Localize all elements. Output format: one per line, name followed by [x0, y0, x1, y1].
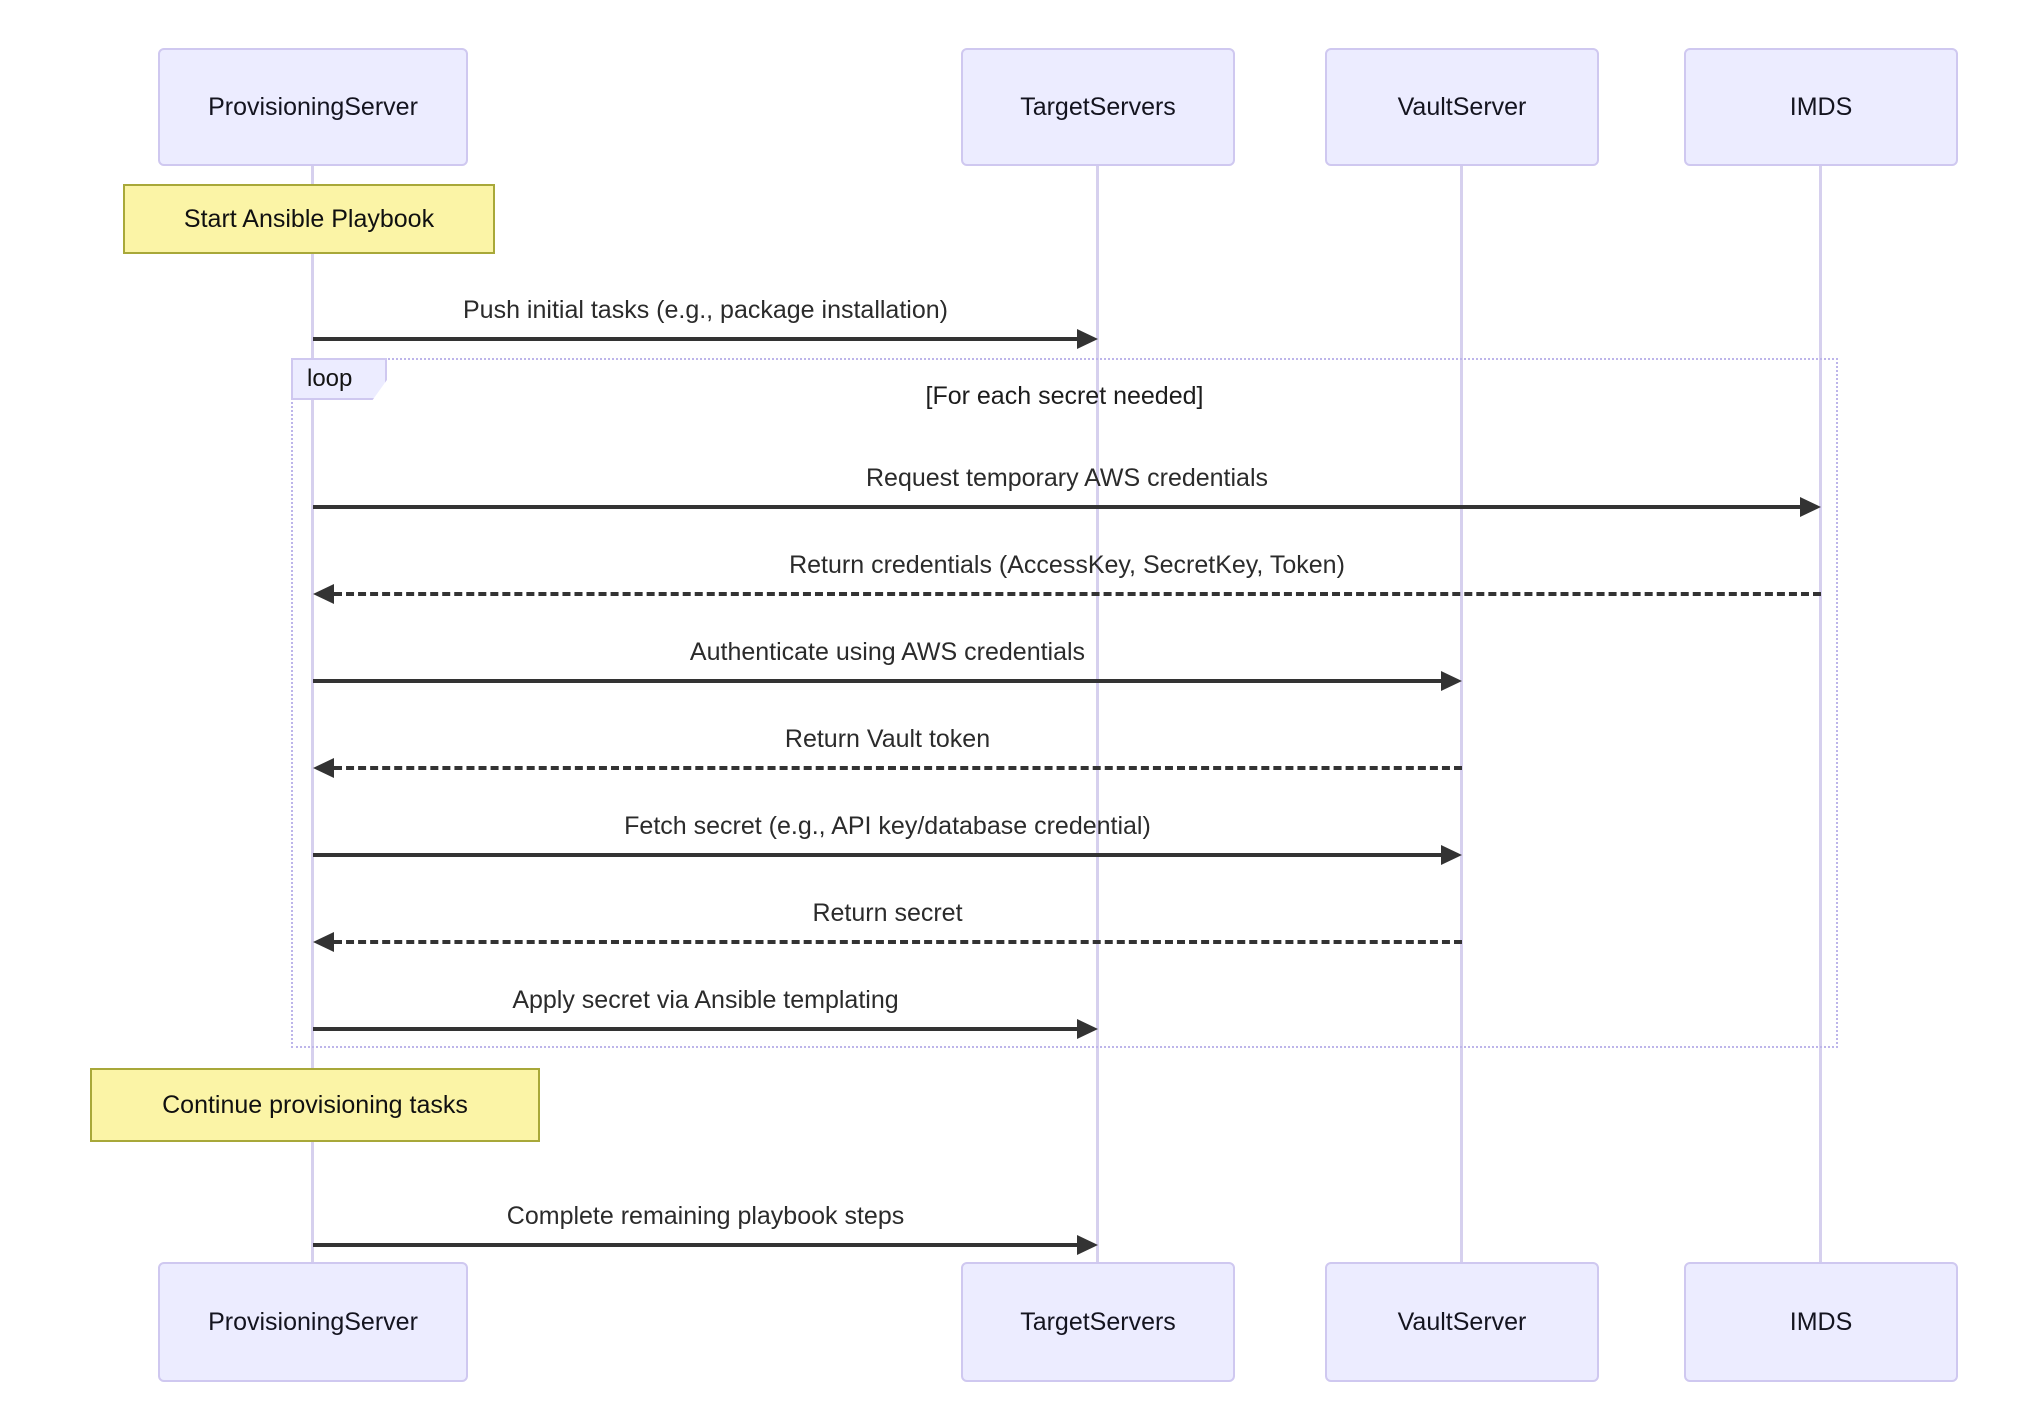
arrowhead-right-icon: [1441, 671, 1462, 691]
note-continue-provisioning-tasks: Continue provisioning tasks: [90, 1068, 540, 1142]
message-line: [313, 679, 1442, 683]
actor-imds-top: IMDS: [1684, 48, 1958, 166]
lifeline-provisioningserver: [311, 166, 314, 1264]
arrowhead-right-icon: [1077, 1019, 1098, 1039]
message-line: [313, 1243, 1078, 1247]
actor-imds-bottom: IMDS: [1684, 1262, 1958, 1382]
message-line: [313, 1027, 1078, 1031]
arrowhead-right-icon: [1441, 845, 1462, 865]
arrowhead-right-icon: [1077, 1235, 1098, 1255]
lifeline-vaultserver: [1460, 166, 1463, 1264]
message-label: Request temporary AWS credentials: [865, 464, 1269, 492]
actor-targetservers-bottom: TargetServers: [961, 1262, 1235, 1382]
actor-provisioningserver-top: ProvisioningServer: [158, 48, 468, 166]
loop-condition-label: [For each secret needed]: [925, 382, 1204, 410]
lifeline-imds: [1819, 166, 1822, 1264]
actor-targetservers-top: TargetServers: [961, 48, 1235, 166]
message-label: Fetch secret (e.g., API key/database cre…: [624, 812, 1151, 840]
message-label: Return secret: [812, 899, 963, 927]
arrowhead-right-icon: [1800, 497, 1821, 517]
lifeline-targetservers: [1096, 166, 1099, 1264]
loop-keyword-tab: loop: [291, 358, 387, 400]
message-line: [313, 853, 1442, 857]
message-label: Push initial tasks (e.g., package instal…: [463, 296, 948, 324]
message-label: Complete remaining playbook steps: [506, 1202, 905, 1230]
message-line: [334, 592, 1821, 596]
loop-frame: [291, 358, 1838, 1048]
message-label: Return credentials (AccessKey, SecretKey…: [789, 551, 1345, 579]
actor-vaultserver-top: VaultServer: [1325, 48, 1599, 166]
message-line: [313, 505, 1801, 509]
arrowhead-left-icon: [313, 932, 334, 952]
note-start-ansible-playbook: Start Ansible Playbook: [123, 184, 495, 254]
message-line: [334, 940, 1462, 944]
arrowhead-left-icon: [313, 584, 334, 604]
message-label: Apply secret via Ansible templating: [512, 986, 899, 1014]
arrowhead-left-icon: [313, 758, 334, 778]
message-line: [313, 337, 1078, 341]
actor-vaultserver-bottom: VaultServer: [1325, 1262, 1599, 1382]
message-label: Return Vault token: [784, 725, 991, 753]
message-label: Authenticate using AWS credentials: [689, 638, 1086, 666]
message-line: [334, 766, 1462, 770]
arrowhead-right-icon: [1077, 329, 1098, 349]
actor-provisioningserver-bottom: ProvisioningServer: [158, 1262, 468, 1382]
